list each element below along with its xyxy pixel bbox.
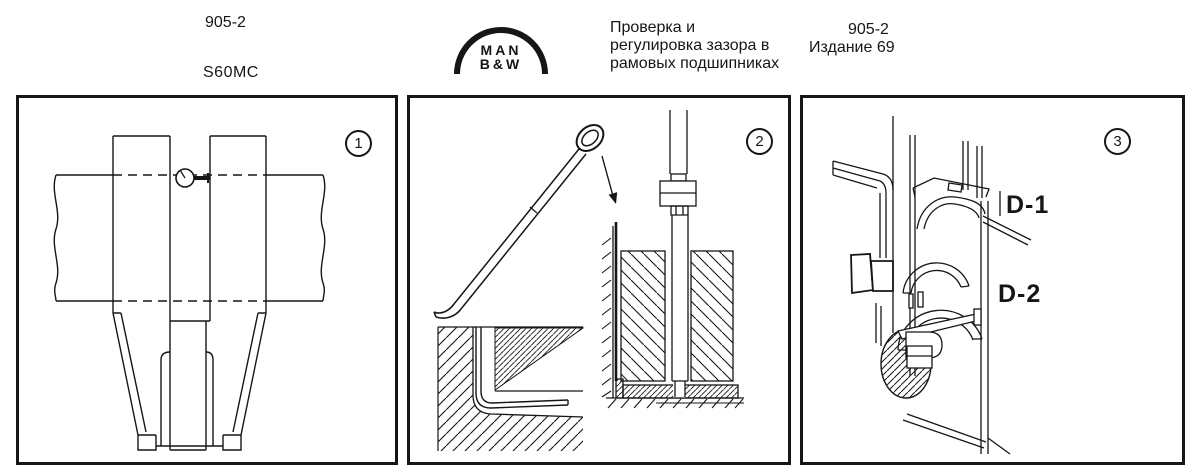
figure-2-badge: 2 (746, 128, 773, 155)
crank-throw-drawing (53, 135, 326, 451)
logo-arc-icon (454, 27, 548, 75)
main-bearing-drawing (832, 116, 1032, 455)
shim-and-ground (606, 378, 744, 409)
figure-2-panel: 2 (407, 95, 791, 465)
upper-bearing-shell (902, 262, 970, 294)
left-frame-pair (875, 193, 887, 346)
right-web (209, 135, 267, 321)
figure-1-badge: 1 (345, 130, 372, 157)
pipe-elbow (879, 173, 894, 194)
keep-bracket (906, 345, 933, 369)
left-break-line (53, 174, 59, 302)
feeler-gauge-drawing (433, 110, 744, 451)
engine-model: S60MC (203, 64, 259, 81)
bearing-stud-section (601, 110, 734, 398)
logo-line1: MAN (480, 42, 522, 58)
shim-lip (615, 378, 624, 399)
left-web (112, 135, 171, 321)
page-title: Проверка и регулировка зазора в рамовых … (610, 19, 779, 73)
bolt-slot (908, 293, 914, 309)
right-fork-arm (205, 351, 214, 446)
dial-gauge-icon (175, 168, 210, 188)
figure-3-panel: 3 D-1 D-2 (800, 95, 1185, 465)
bottom-frame-diagonals (902, 413, 1011, 455)
ground-hatch-ticks (607, 398, 744, 409)
wedge-end (973, 308, 982, 326)
d1-diagonal (982, 215, 1032, 246)
lower-hex (670, 205, 689, 216)
right-frame-pair (980, 201, 989, 454)
left-taper (112, 312, 147, 436)
title-line2: регулировка зазора в (610, 37, 770, 54)
feeler-band (475, 327, 569, 409)
right-bearing-block (690, 250, 734, 382)
wall-hatch-ticks (601, 237, 612, 398)
man-bw-logo: MAN B&W (452, 18, 550, 78)
feeler-tip-detail-inset (437, 326, 585, 451)
arrow-icon (601, 155, 618, 204)
left-fork-arm (160, 351, 171, 446)
pipe-lines (832, 160, 884, 189)
figure-3-badge: 3 (1104, 128, 1131, 155)
right-break-line (320, 174, 326, 302)
right-journal (266, 174, 323, 302)
fork-column (169, 321, 207, 450)
stud (671, 215, 689, 381)
chamfer-shadow-triangle (494, 327, 585, 391)
feeler-tool-icon (433, 124, 605, 319)
logo-line2: B&W (479, 56, 523, 72)
hidden-journal-lines (113, 174, 266, 302)
label-d2: D-2 (998, 280, 1042, 308)
stud-foot (672, 380, 688, 397)
frame-pair (976, 146, 983, 198)
open-book-icon (850, 253, 894, 295)
figure-1-panel: 1 (16, 95, 398, 465)
upper-rod (669, 110, 688, 174)
right-foot (222, 434, 242, 451)
frame-pair (962, 141, 969, 190)
doc-number-left: 905-2 (205, 14, 246, 31)
rod-cap (670, 173, 687, 182)
label-d1: D-1 (1006, 191, 1050, 219)
fork-bottom (156, 445, 223, 451)
title-line3: рамовых подшипниках (610, 55, 780, 72)
doc-number-right: 905-2 (848, 21, 889, 38)
title-line1: Проверка и (610, 19, 696, 36)
edition-label: Издание 69 (809, 39, 895, 56)
left-journal (56, 174, 113, 302)
left-bearing-block (620, 250, 666, 382)
right-taper (232, 312, 267, 436)
bolt-slot (917, 291, 924, 308)
bearing-cap (912, 177, 990, 230)
left-foot (137, 434, 157, 451)
